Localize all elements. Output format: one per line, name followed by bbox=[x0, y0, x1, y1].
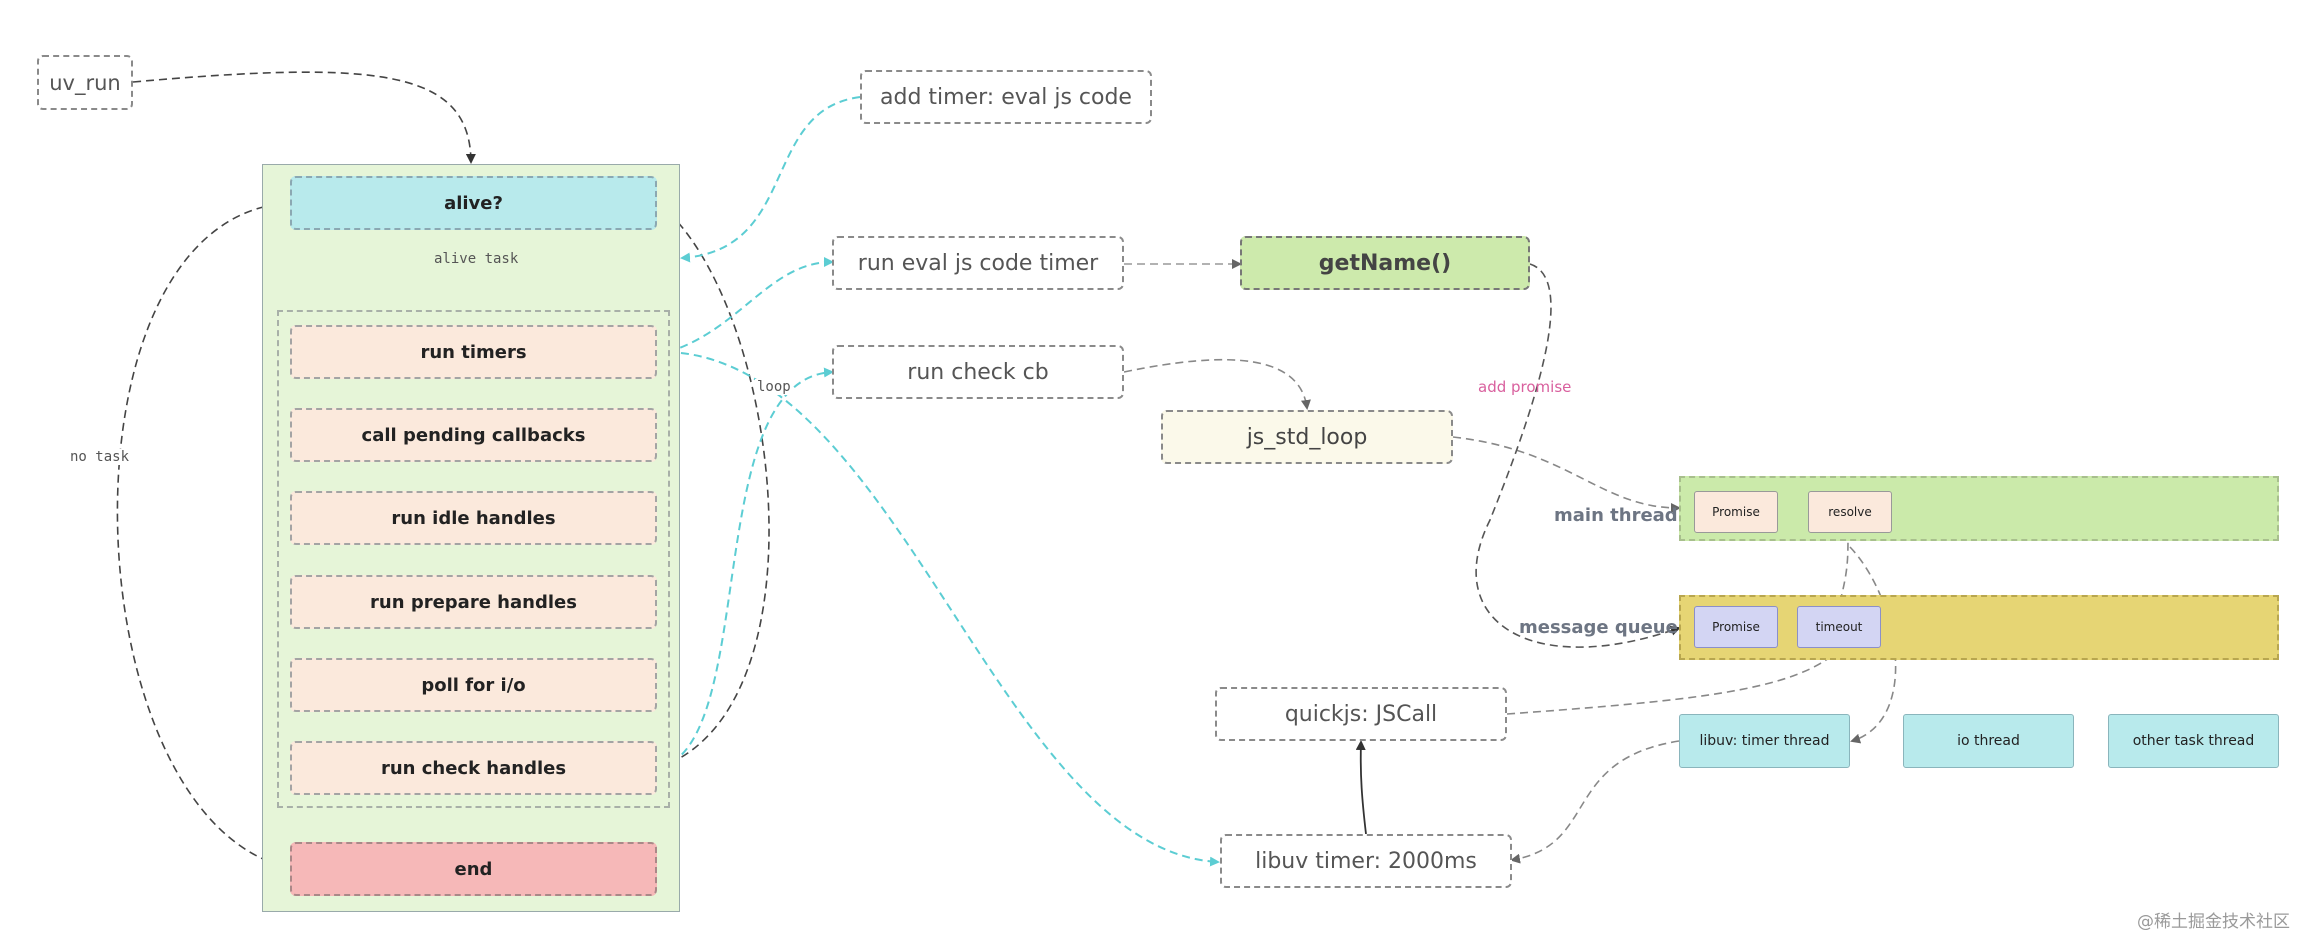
edge-quickjs-timeout bbox=[1506, 645, 1844, 715]
run-check-handles-node: run check handles bbox=[290, 741, 657, 795]
edge-timerthread-libuv bbox=[1510, 740, 1680, 864]
alive-node: alive? bbox=[290, 176, 657, 230]
add-timer-node: add timer: eval js code bbox=[860, 70, 1152, 124]
resolve-chip: resolve bbox=[1808, 491, 1892, 533]
edge-getname-queue bbox=[1475, 263, 1681, 648]
libuv-timer-node: libuv timer: 2000ms bbox=[1220, 834, 1512, 888]
edge-label-add-promise: add promise bbox=[1478, 378, 1572, 396]
edge-timers-libuv bbox=[667, 351, 1220, 867]
get-name-node: getName() bbox=[1240, 236, 1530, 290]
edge-checkcb-stdloop bbox=[1123, 358, 1311, 410]
run-eval-timer-node: run eval js code timer bbox=[832, 236, 1124, 290]
main-thread-lane bbox=[1679, 476, 2279, 541]
call-pending-callbacks-node: call pending callbacks bbox=[290, 408, 657, 462]
io-thread: io thread bbox=[1903, 714, 2074, 768]
run-idle-handles-node: run idle handles bbox=[290, 491, 657, 545]
run-timers-node: run timers bbox=[290, 325, 657, 379]
end-node: end bbox=[290, 842, 657, 896]
edge-timers-eval bbox=[667, 257, 834, 353]
edge-libuv-quickjs bbox=[1355, 740, 1367, 835]
edge-check-checkcb bbox=[659, 367, 834, 769]
run-check-cb-node: run check cb bbox=[832, 345, 1124, 399]
main-thread-label: main thread bbox=[1554, 505, 1678, 526]
uv-run-node: uv_run bbox=[37, 55, 133, 110]
message-queue-lane bbox=[1679, 595, 2279, 660]
message-queue-promise-chip: Promise bbox=[1694, 606, 1778, 648]
edge-stdloop-main bbox=[1452, 436, 1681, 513]
loop-phases-group bbox=[277, 310, 670, 808]
edge-label-loop: loop bbox=[755, 379, 793, 395]
libuv-timer-thread: libuv: timer thread bbox=[1679, 714, 1850, 768]
js-std-loop-node: js_std_loop bbox=[1161, 410, 1453, 464]
poll-for-io-node: poll for i/o bbox=[290, 658, 657, 712]
run-prepare-handles-node: run prepare handles bbox=[290, 575, 657, 629]
other-task-thread: other task thread bbox=[2108, 714, 2279, 768]
message-queue-label: message queue bbox=[1519, 617, 1678, 638]
edge-timeout-resolve bbox=[1839, 530, 1853, 603]
edge-label-alive-task: alive task bbox=[432, 251, 521, 267]
timeout-chip: timeout bbox=[1797, 606, 1881, 648]
edge-label-no-task: no task bbox=[68, 449, 132, 465]
edge-no-task bbox=[116, 202, 292, 872]
quickjs-call-node: quickjs: JSCall bbox=[1215, 687, 1507, 741]
edge-addtimer-alive bbox=[680, 96, 861, 263]
watermark: @稀土掘金技术社区 bbox=[2137, 912, 2290, 932]
edge-uvrun-alive bbox=[132, 71, 476, 164]
main-thread-promise-chip: Promise bbox=[1694, 491, 1778, 533]
